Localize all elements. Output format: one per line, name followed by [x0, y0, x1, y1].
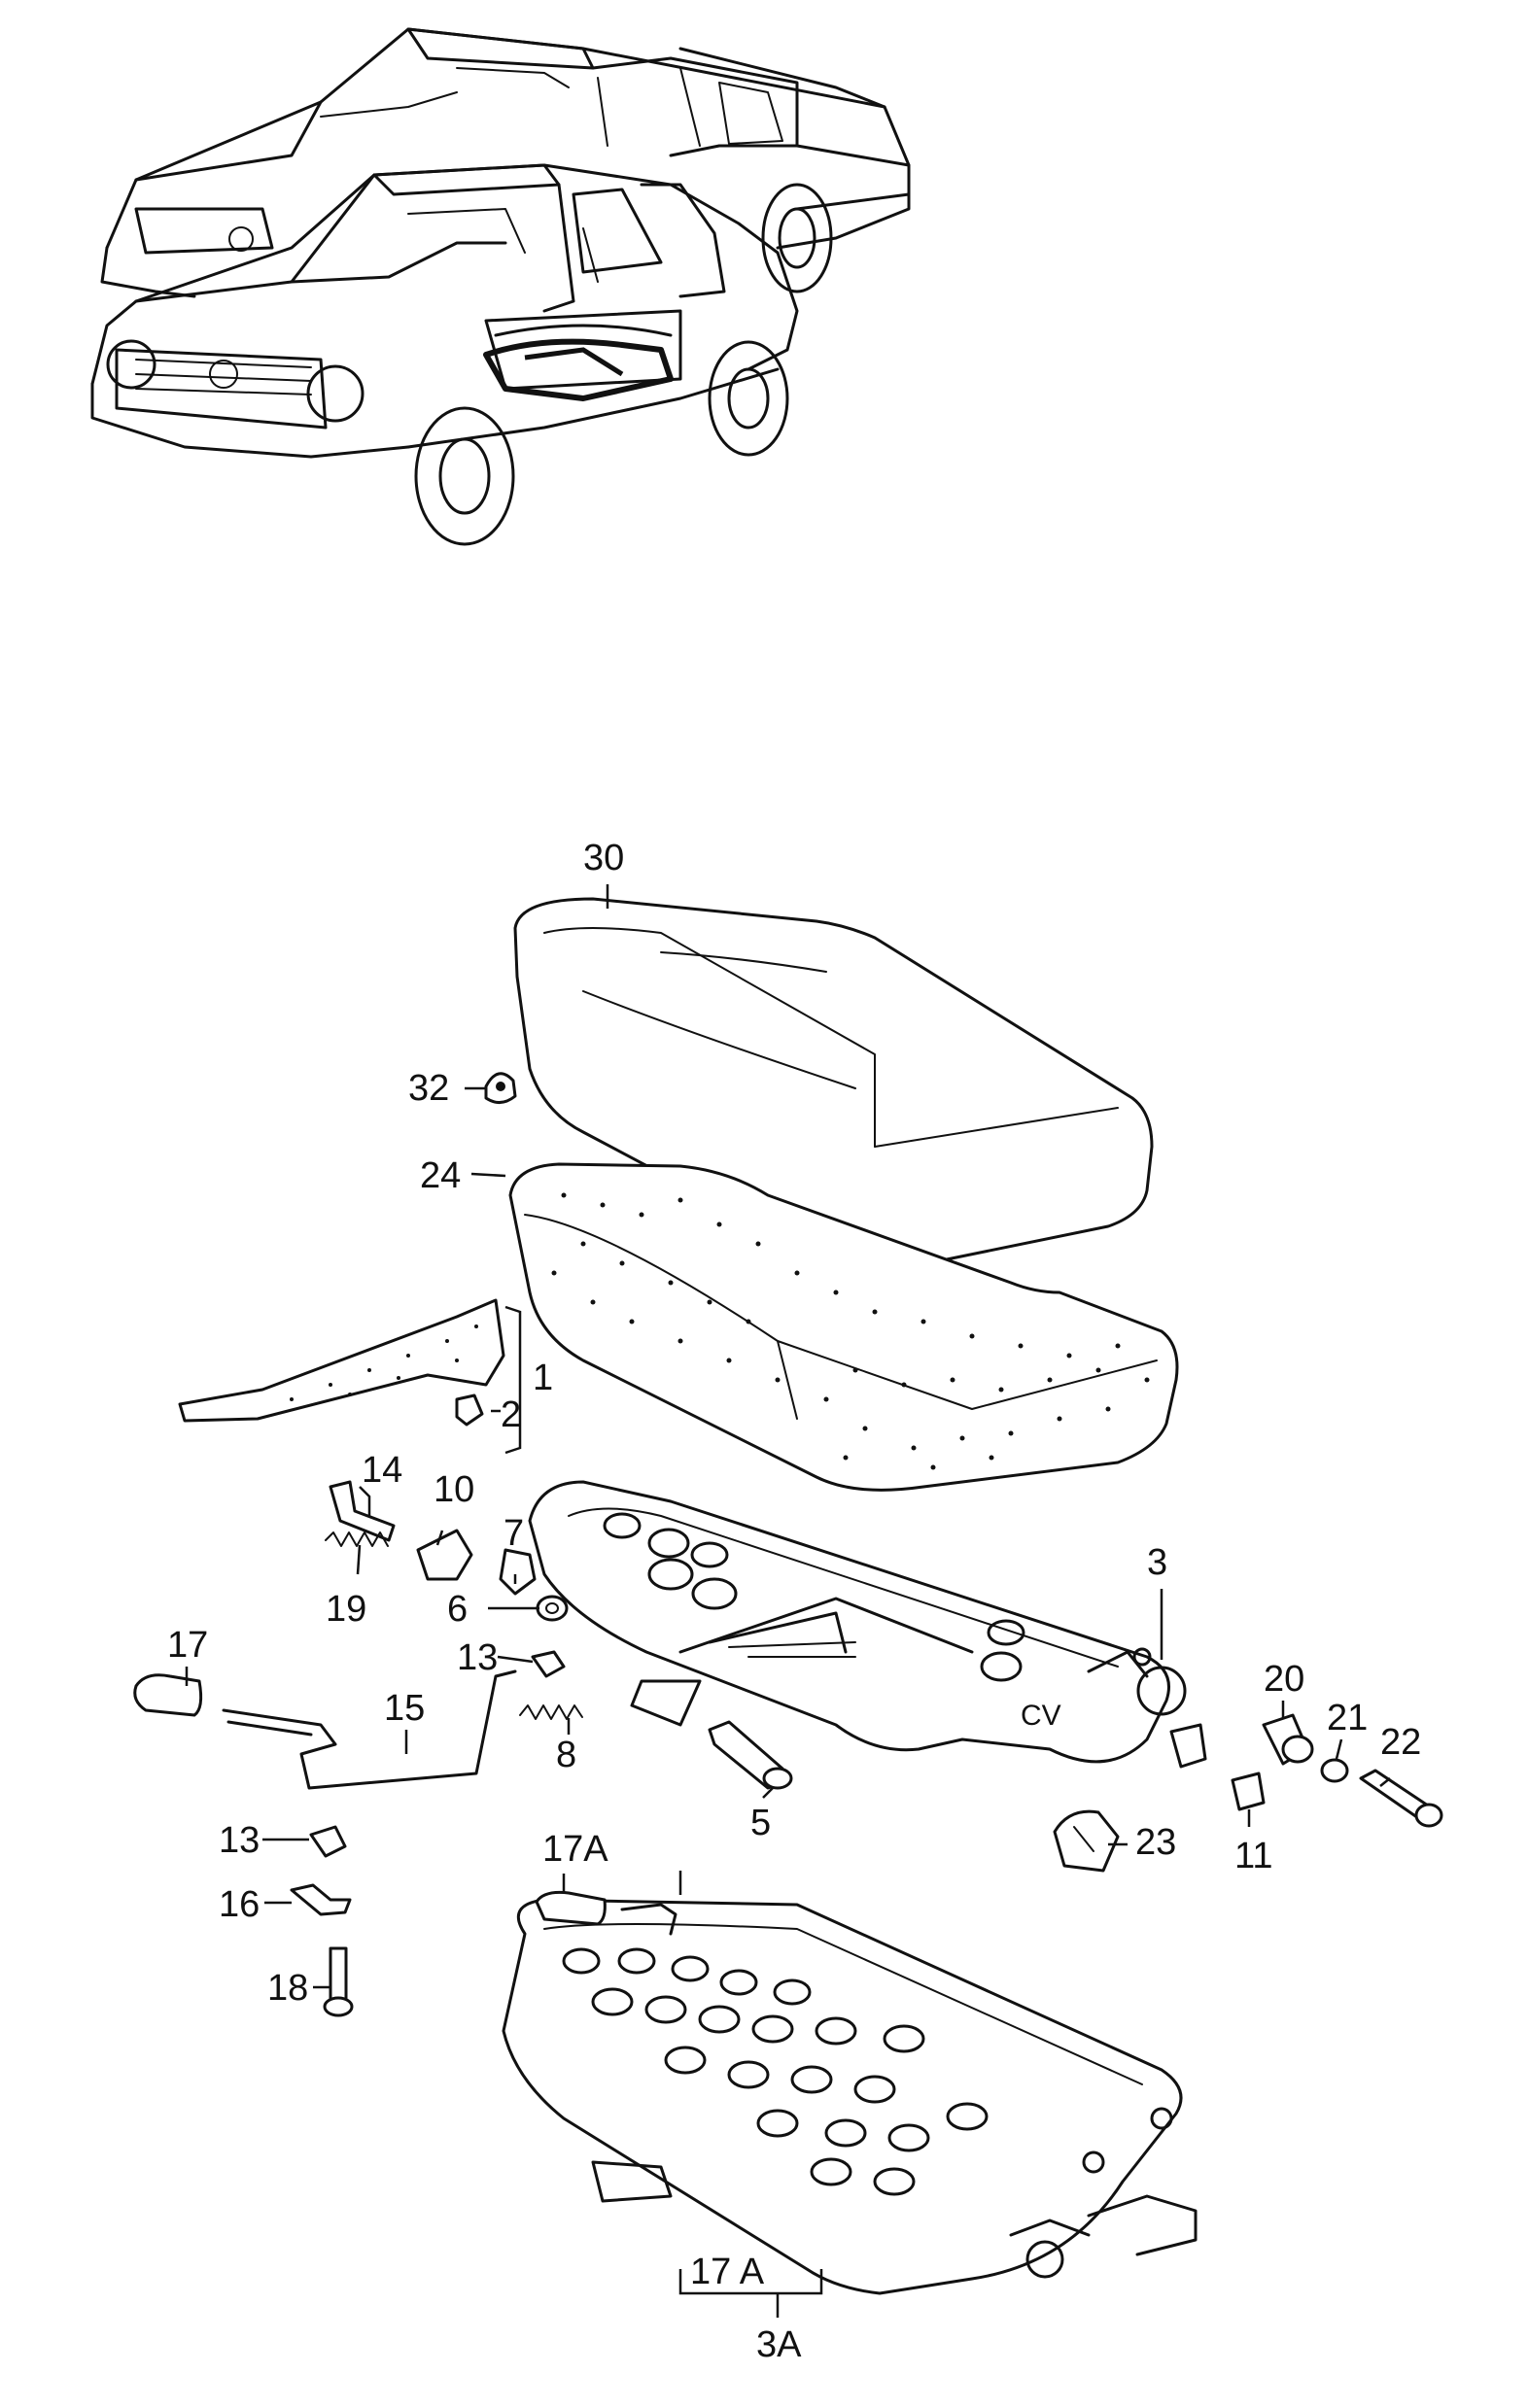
part-2-clip: [455, 1393, 484, 1427]
part-7-nut: [499, 1548, 537, 1596]
part-3-seat-frame: CV: [528, 1480, 1187, 1764]
part-20-bush: [1262, 1713, 1314, 1766]
label-3a: 3A: [756, 2324, 802, 2365]
label-8: 8: [556, 1735, 576, 1775]
part-clip-near-3: [1169, 1723, 1207, 1769]
part-22-bolt: [1359, 1769, 1443, 1828]
part-21-washer: [1320, 1758, 1349, 1783]
part-5-bolt: [708, 1720, 793, 1790]
label-14: 14: [362, 1450, 402, 1491]
part-19-spring: [325, 1531, 389, 1547]
part-23-stop: [1053, 1809, 1120, 1873]
label-22: 22: [1380, 1722, 1421, 1763]
part-24-padding: [508, 1162, 1179, 1492]
label-10: 10: [434, 1469, 474, 1510]
label-5: 5: [750, 1803, 771, 1843]
part-14-bolt: [329, 1480, 396, 1542]
label-3: 3: [1147, 1542, 1167, 1583]
part-8-spring: [519, 1704, 583, 1720]
part-6-washer: [536, 1595, 569, 1622]
label-18: 18: [267, 1968, 308, 2009]
label-16: 16: [219, 1884, 260, 1925]
leader-lines: [185, 884, 1391, 2318]
label-17: 17: [167, 1625, 208, 1666]
part-labels: 30 32 24 1 2 14 10 7 3 19 6 17 13 15 20 …: [167, 838, 1421, 2365]
label-6: 6: [447, 1589, 468, 1630]
label-15: 15: [384, 1688, 425, 1729]
label-1: 1: [533, 1358, 553, 1398]
part-17a-handle: [535, 1890, 677, 1936]
label-24: 24: [420, 1155, 461, 1196]
part-3a-seat-frame-complete: [502, 1898, 1198, 2295]
label-23: 23: [1135, 1822, 1176, 1863]
part-16-bracket: [290, 1883, 352, 1916]
label-32: 32: [408, 1068, 449, 1109]
part-18-screw: [323, 1946, 354, 2017]
part-17-handle: [133, 1673, 203, 1717]
label-7: 7: [504, 1513, 524, 1554]
bracket-1-2: [504, 1305, 522, 1455]
label-2: 2: [501, 1394, 521, 1435]
label-19: 19: [326, 1589, 366, 1630]
label-13-upper: 13: [457, 1637, 498, 1678]
vehicle-illustration: [90, 27, 911, 546]
part-13-clip-upper: [531, 1650, 566, 1678]
label-30: 30: [583, 838, 624, 878]
part-1-trim-panel: [178, 1298, 505, 1423]
label-20: 20: [1264, 1659, 1304, 1700]
label-17a: 17A: [542, 1829, 608, 1870]
part-15-rod: [222, 1669, 517, 1790]
part-13-clip-lower: [309, 1825, 347, 1858]
label-11: 11: [1234, 1836, 1272, 1876]
svg-text:CV: CV: [1021, 1700, 1061, 1732]
label-21: 21: [1327, 1698, 1368, 1738]
part-11-clip: [1231, 1772, 1266, 1811]
part-10-clip: [416, 1529, 473, 1581]
label-17a-bracket: 17 A: [690, 2252, 765, 2292]
part-32-clip: [484, 1072, 517, 1104]
label-13-lower: 13: [219, 1820, 260, 1861]
